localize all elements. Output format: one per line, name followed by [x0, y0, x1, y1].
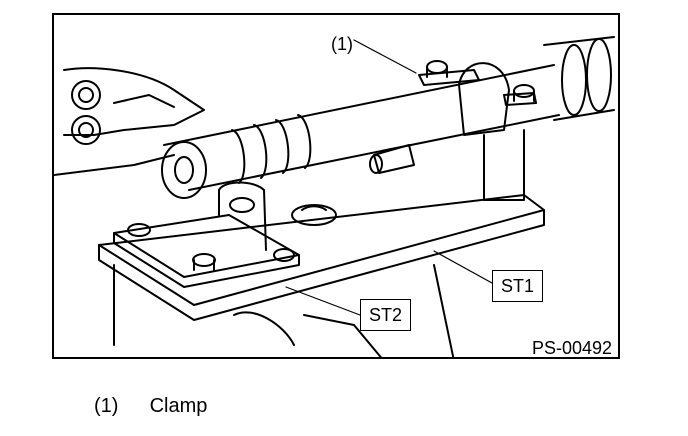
steering-rack-tube	[161, 36, 615, 199]
tool-label-st2: ST2	[360, 299, 412, 331]
base-plate-st1	[98, 194, 545, 321]
figure-code: PS-00492	[531, 338, 612, 358]
caption: (1) Clamp	[94, 395, 207, 418]
steering-gearbox-illustration	[54, 36, 615, 357]
tool-label-st1: ST1	[492, 270, 544, 302]
locating-pin	[369, 144, 415, 174]
clamp	[418, 60, 537, 201]
left-bracket-shape	[54, 67, 205, 176]
lower-housing	[113, 264, 455, 357]
caption-text: Clamp	[149, 395, 208, 417]
callout-label-1: (1)	[331, 34, 353, 54]
plate-st2	[113, 181, 300, 288]
caption-number: (1)	[94, 395, 119, 417]
leader-lines	[285, 39, 493, 316]
illustration-frame: (1) ST1 ST2 PS-00492	[52, 13, 620, 359]
